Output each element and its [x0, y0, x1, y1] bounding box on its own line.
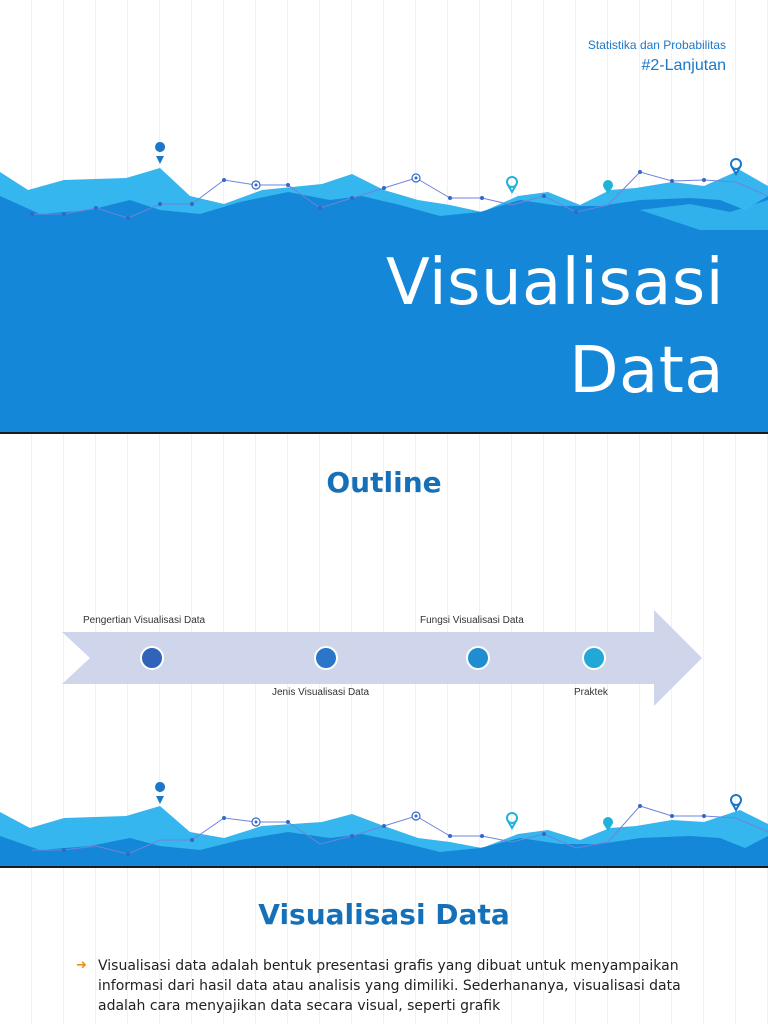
cover-slide: Statistika dan Probabilitas #2-Lanjutan … [0, 0, 768, 432]
outline-slide: Outline Pengertian Visualisasi Data Jeni… [0, 434, 768, 866]
cover-title-line-1: Visualisasi [385, 246, 724, 320]
course-name: Statistika dan Probabilitas [587, 38, 726, 52]
content-slide: Visualisasi Data ➜ Visualisasi data adal… [0, 868, 768, 1024]
topic-label: #2-Lanjutan [641, 57, 726, 74]
bullet-item: ➜ Visualisasi data adalah bentuk present… [76, 956, 686, 1016]
section-title: Visualisasi Data [258, 898, 510, 931]
timeline-dot-1 [140, 646, 164, 670]
timeline-label-2: Jenis Visualisasi Data [272, 687, 370, 698]
timeline-dot-3 [466, 646, 490, 670]
slide-separator [0, 866, 768, 868]
outline-title: Outline [326, 466, 442, 499]
timeline-dot-4 [582, 646, 606, 670]
slide-separator [0, 432, 768, 434]
timeline-label-1: Pengertian Visualisasi Data [83, 615, 206, 626]
bullet-text: Visualisasi data adalah bentuk presentas… [98, 958, 681, 1014]
timeline-dot-2 [314, 646, 338, 670]
wave-header-graphic [0, 142, 768, 432]
timeline-label-4: Praktek [574, 687, 608, 698]
cover-title-line-2: Data [569, 334, 724, 408]
wave-footer-graphic [0, 782, 768, 866]
timeline-label-3: Fungsi Visualisasi Data [420, 615, 524, 626]
arrow-right-icon: ➜ [76, 957, 87, 972]
timeline-arrow [62, 610, 702, 706]
